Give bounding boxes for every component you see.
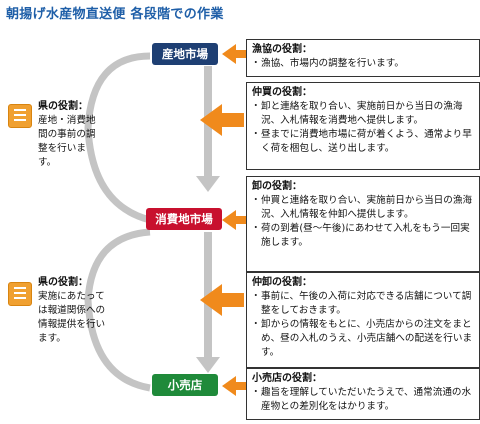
role-item: 仲買と連絡を取り合い、実施前日から当日の漁海況、入札情報を仲卸へ提供します。	[251, 194, 474, 222]
prefecture-role-text: 実施にあたっては報道関係への情報提供を行います。	[38, 291, 106, 344]
role-heading: 仲買の役割：	[252, 87, 312, 98]
orange-arrow-2	[200, 104, 244, 136]
orange-arrow-3	[222, 210, 246, 230]
role-item: 昼までに消費地市場に荷が着くよう、通常より早く荷を梱包し、送り出します。	[251, 128, 474, 156]
node-origin-market: 産地市場	[152, 43, 218, 65]
role-heading: 卸の役割：	[252, 181, 302, 192]
role-item: 卸からの情報をもとに、小売店からの注文をまとめ、昼の入札のうえ、小売店舗への配送…	[251, 318, 474, 360]
role-box-wholesaler: 卸の役割： 仲買と連絡を取り合い、実施前日から当日の漁海況、入札情報を仲卸へ提供…	[246, 176, 480, 272]
document-icon	[8, 104, 32, 128]
role-item: 趣旨を理解していただいたうえで、通常流通の水産物との差別化をはかります。	[251, 386, 474, 414]
document-icon	[8, 282, 32, 306]
prefecture-role-heading: 県の役割：	[38, 101, 88, 112]
orange-arrow-4	[200, 284, 244, 316]
page-title: 朝揚げ水産物直送便 各段階での作業	[6, 7, 224, 22]
role-item: 卸と連絡を取り合い、実施前日から当日の漁海況、入札情報を消費地へ提供します。	[251, 100, 474, 128]
role-item: 漁協、市場内の調整を行います。	[251, 57, 474, 71]
bracket-top	[84, 52, 151, 224]
role-box-fishery-coop: 漁協の役割： 漁協、市場内の調整を行います。	[246, 39, 480, 77]
role-box-intermediate-wholesaler: 仲卸の役割： 事前に、午後の入荷に対応できる店舗について調整をしておきます。 卸…	[246, 272, 480, 368]
prefecture-role-text: 産地・消費地間の事前の調整を行います。	[38, 115, 96, 168]
node-consumer-market: 消費地市場	[146, 208, 222, 230]
role-box-retailer: 小売店の役割： 趣旨を理解していただいたうえで、通常流通の水産物との差別化をはか…	[246, 368, 480, 420]
role-box-broker: 仲買の役割： 卸と連絡を取り合い、実施前日から当日の漁海況、入札情報を消費地へ提…	[246, 82, 480, 170]
prefecture-role-heading: 県の役割：	[38, 277, 88, 288]
document-lines-icon	[14, 287, 26, 299]
role-heading: 小売店の役割：	[252, 373, 322, 384]
prefecture-role-1: 県の役割： 産地・消費地間の事前の調整を行います。	[38, 100, 104, 170]
role-item: 事前に、午後の入荷に対応できる店舗について調整をしておきます。	[251, 290, 474, 318]
document-lines-icon	[14, 109, 26, 121]
orange-arrow-5	[222, 376, 246, 396]
prefecture-role-2: 県の役割： 実施にあたっては報道関係への情報提供を行います。	[38, 276, 114, 346]
role-heading: 漁協の役割：	[252, 44, 312, 55]
role-heading: 仲卸の役割：	[252, 277, 312, 288]
role-item: 荷の到着(昼〜午後)にあわせて入札をもう一回実施します。	[251, 222, 474, 250]
bracket-bottom	[84, 228, 151, 392]
orange-arrow-1	[222, 44, 246, 64]
node-retail-store: 小売店	[152, 374, 218, 396]
